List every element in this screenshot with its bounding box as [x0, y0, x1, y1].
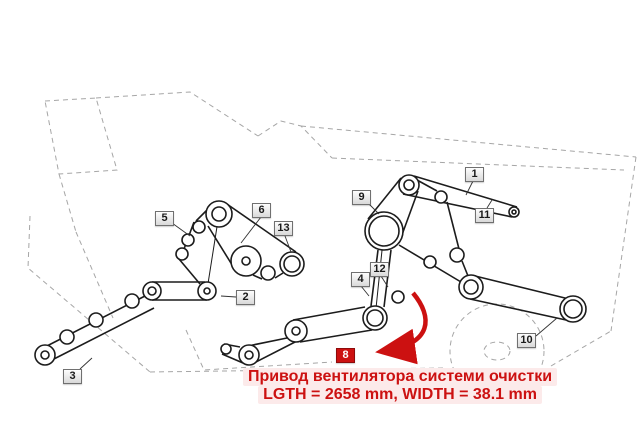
part-label-8-selected[interactable]: 8: [336, 348, 355, 363]
caption-part-name: Привод вентилятора системи очистки: [242, 368, 558, 386]
caption-dimensions: LGTH = 2658 mm, WIDTH = 38.1 mm: [258, 386, 542, 404]
part-label-10[interactable]: 10: [517, 333, 536, 348]
part-label-1[interactable]: 1: [465, 167, 484, 182]
left-belt-drive: [34, 200, 305, 366]
leader-lines: [79, 180, 558, 370]
part-label-12[interactable]: 12: [370, 262, 389, 277]
annotation-arrow-icon: [375, 291, 428, 365]
part-label-5[interactable]: 5: [155, 211, 174, 226]
machine-outline: [27, 91, 637, 399]
part-label-13[interactable]: 13: [274, 221, 293, 236]
part-label-2[interactable]: 2: [236, 290, 255, 305]
belt-caption: Привод вентилятора системи очистки LGTH …: [150, 368, 644, 404]
part-label-4[interactable]: 4: [351, 272, 370, 287]
right-belt-drive: [220, 174, 587, 366]
part-label-11[interactable]: 11: [475, 208, 494, 223]
wheel-hub: [483, 341, 511, 361]
part-label-3[interactable]: 3: [63, 369, 82, 384]
part-label-9[interactable]: 9: [352, 190, 371, 205]
part-label-6[interactable]: 6: [252, 203, 271, 218]
